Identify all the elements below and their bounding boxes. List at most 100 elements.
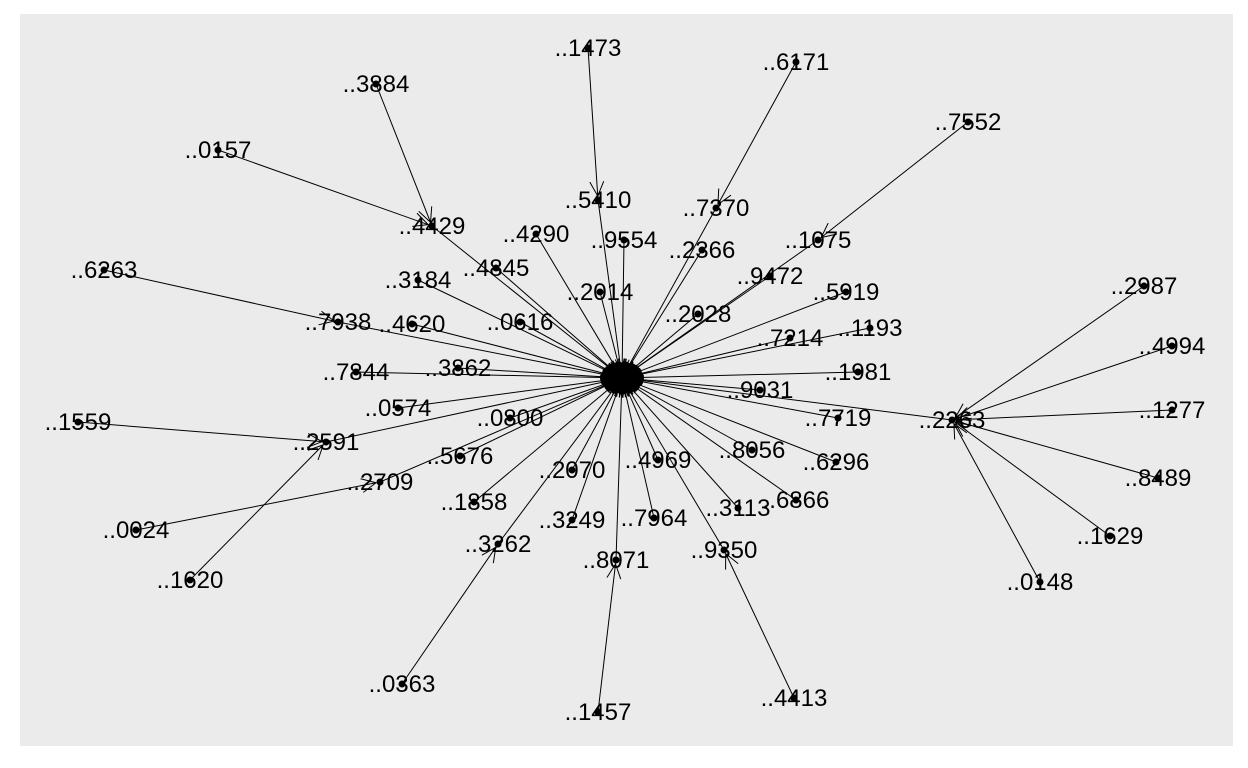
node-label-n6866: ..6866 xyxy=(763,487,830,514)
node-label-n0157: ..0157 xyxy=(185,137,252,164)
node-n2014 xyxy=(596,288,604,296)
edge-n1620-n2591 xyxy=(189,444,324,581)
node-label-n9472: ..9472 xyxy=(737,263,804,290)
node-label-n8489: ..8489 xyxy=(1125,465,1192,492)
node-n1193 xyxy=(866,324,874,332)
node-n1277 xyxy=(1168,406,1176,414)
node-label-n3184: ..3184 xyxy=(385,267,452,294)
node-n9350 xyxy=(720,546,728,554)
node-n1075 xyxy=(814,236,822,244)
node-n6296 xyxy=(832,458,840,466)
node-n7214 xyxy=(786,334,794,342)
node-label-n1629: ..1629 xyxy=(1077,523,1144,550)
node-n6171 xyxy=(792,58,800,66)
edge-n4994-n2263 xyxy=(954,345,1173,422)
edge-n0024-n2709 xyxy=(135,478,378,531)
node-n3249 xyxy=(568,516,576,524)
nodes-layer xyxy=(74,44,1176,716)
node-label-n6296: ..6296 xyxy=(803,449,870,476)
edge-n6171-n7370 xyxy=(717,61,797,206)
node-label-n0616: ..0616 xyxy=(487,309,554,336)
node-label-n3262: ..3262 xyxy=(465,531,532,558)
node-label-n1981: ..1981 xyxy=(825,359,892,386)
node-label-n4969: ..4969 xyxy=(625,447,692,474)
edge-n1457-n8071 xyxy=(597,562,622,713)
node-n7938 xyxy=(334,318,342,326)
edge-n1473-n5410 xyxy=(587,47,605,198)
node-n1858 xyxy=(470,498,478,506)
node-n3262 xyxy=(494,540,502,548)
node-label-n1193: ..1193 xyxy=(838,315,903,342)
node-label-n1075: ..1075 xyxy=(785,227,852,254)
node-n4290 xyxy=(532,230,540,238)
node-label-n1858: ..1858 xyxy=(441,489,508,516)
node-label-n4845: ..4845 xyxy=(463,255,530,282)
node-label-n1457: ..1457 xyxy=(565,699,632,726)
node-n8056 xyxy=(748,446,756,454)
edge-n1559-n2591 xyxy=(77,421,324,448)
node-label-n9350: ..9350 xyxy=(691,537,758,564)
node-label-n9554: ..9554 xyxy=(591,227,658,254)
node-label-n4290: ..4290 xyxy=(503,221,570,248)
node-n0800 xyxy=(506,414,514,422)
node-label-n9031: ..9031 xyxy=(727,377,794,404)
node-label-n4620: ..4620 xyxy=(379,311,446,338)
node-label-n2709: ..2709 xyxy=(347,469,414,496)
node-n1473 xyxy=(584,44,592,52)
node-label-n2263: ..2263 xyxy=(919,407,986,434)
node-n6263 xyxy=(100,266,108,274)
node-n9031 xyxy=(756,386,764,394)
node-label-n3862: ..3862 xyxy=(425,355,492,382)
node-n2987 xyxy=(1140,282,1148,290)
hub-node-core xyxy=(600,364,644,392)
node-n4969 xyxy=(654,456,662,464)
node-n7552 xyxy=(964,118,972,126)
node-label-n5676: ..5676 xyxy=(427,443,494,470)
node-n9472 xyxy=(766,272,774,280)
node-n2366 xyxy=(698,246,706,254)
node-n1457 xyxy=(594,708,602,716)
node-label-n1277: ..1277 xyxy=(1139,397,1206,424)
node-label-n2987: ..2987 xyxy=(1111,273,1178,300)
node-n4413 xyxy=(790,694,798,702)
node-n3184 xyxy=(414,276,422,284)
node-label-n4994: ..4994 xyxy=(1139,333,1206,360)
labels-layer: ..1473..6171..3884..7552..0157..5410..73… xyxy=(45,35,1206,726)
node-n1559 xyxy=(74,418,82,426)
node-n0148 xyxy=(1036,578,1044,586)
node-label-n3113: ..3113 xyxy=(706,495,771,522)
node-n7844 xyxy=(352,368,360,376)
node-label-n8056: ..8056 xyxy=(719,437,786,464)
edge-n2987-n2263 xyxy=(954,285,1145,419)
node-n3884 xyxy=(372,80,380,88)
edge-n1629-n2263 xyxy=(954,421,1111,537)
node-n4620 xyxy=(408,320,416,328)
edge-n7552-n1075 xyxy=(820,121,969,239)
node-label-n4429: ..4429 xyxy=(399,213,466,240)
node-label-n3249: ..3249 xyxy=(539,507,606,534)
node-n1629 xyxy=(1106,532,1114,540)
node-n8489 xyxy=(1154,474,1162,482)
node-label-n2070: ..2070 xyxy=(539,457,606,484)
node-n0574 xyxy=(394,404,402,412)
node-label-n7938: ..7938 xyxy=(305,309,372,336)
edge-n0157-n4429 xyxy=(217,149,430,227)
node-label-n7370: ..7370 xyxy=(683,195,750,222)
node-n2263 xyxy=(948,416,956,424)
node-label-n2591: ..2591 xyxy=(293,429,360,456)
node-label-n3884: ..3884 xyxy=(343,71,410,98)
node-label-n2028: ..2028 xyxy=(665,301,732,328)
node-label-n1473: ..1473 xyxy=(555,35,622,62)
edge-n3884-n4429 xyxy=(375,83,433,224)
node-n2709 xyxy=(376,478,384,486)
node-n4845 xyxy=(492,264,500,272)
node-label-n7719: ..7719 xyxy=(805,405,872,432)
node-n8071 xyxy=(612,556,620,564)
node-label-n0024: ..0024 xyxy=(103,517,170,544)
node-n3113 xyxy=(734,504,742,512)
node-label-n1620: ..1620 xyxy=(157,567,224,594)
node-n7964 xyxy=(650,514,658,522)
node-label-n7964: ..7964 xyxy=(621,505,688,532)
edges-layer xyxy=(77,47,1173,713)
edge-n4413-n9350 xyxy=(725,552,795,699)
